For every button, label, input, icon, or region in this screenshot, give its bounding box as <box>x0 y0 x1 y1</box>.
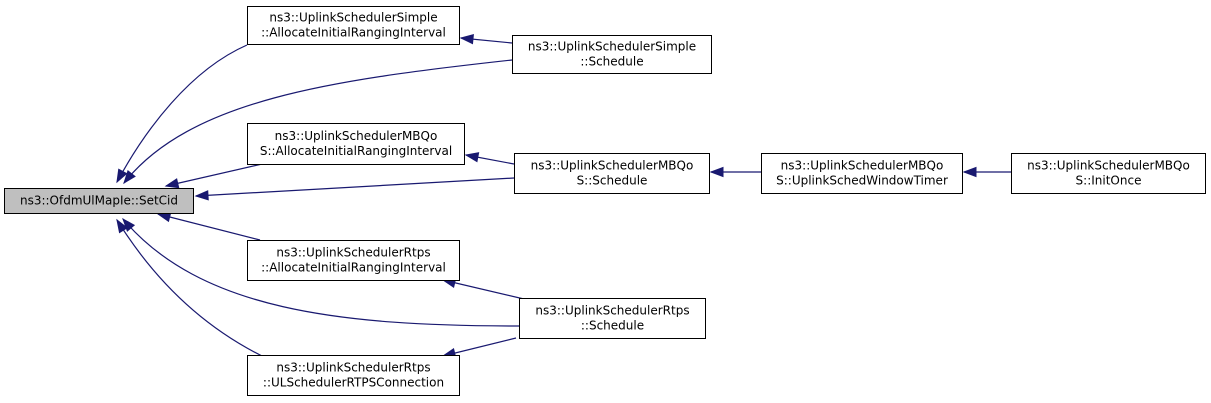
node-box <box>761 153 963 194</box>
edge-simple-sched-to-setcid <box>123 59 513 185</box>
edge-rtps-conn-to-setcid <box>116 218 263 357</box>
node-label: ns3::UplinkSchedulerMBQo <box>531 159 694 173</box>
edge-simple-sched-to-simple-alloc <box>459 34 513 45</box>
edge-simple-alloc-to-setcid <box>116 44 248 184</box>
edge-mbqos-sched-to-setcid <box>194 177 515 201</box>
node-box <box>247 123 465 165</box>
edge-rtps-conn-to-rtps-alloc <box>441 337 517 359</box>
edge-mbqos-init-to-mbqos-timer <box>962 166 1011 178</box>
node-box <box>519 298 706 339</box>
edge-line <box>122 218 520 327</box>
node-label: ::Schedule <box>581 319 644 333</box>
edge-mbqos-sched-to-mbqos-alloc <box>464 152 515 165</box>
node-label: ns3::UplinkSchedulerRtps <box>535 304 689 318</box>
node-label: ns3::UplinkSchedulerSimple <box>269 11 437 25</box>
node-box <box>4 188 194 214</box>
node-simple-alloc[interactable]: ns3::UplinkSchedulerSimple::AllocateInit… <box>247 6 460 45</box>
node-label: S::AllocateInitialRangingInterval <box>260 144 452 158</box>
edge-rtps-sched-to-rtps-alloc <box>441 277 525 300</box>
node-label: ::ULSchedulerRTPSConnection <box>263 376 444 390</box>
arrowhead-icon <box>709 166 724 178</box>
node-label: ns3::UplinkSchedulerMBQo <box>781 159 944 173</box>
node-label: ns3::UplinkSchedulerRtps <box>276 361 430 375</box>
node-box <box>514 153 710 194</box>
node-label: S::InitOnce <box>1076 174 1142 188</box>
node-label: ::AllocateInitialRangingInterval <box>261 261 446 275</box>
node-box <box>247 6 460 45</box>
edge-line <box>195 177 515 197</box>
edge-line <box>442 279 525 300</box>
node-box <box>512 35 712 74</box>
node-rtps-alloc[interactable]: ns3::UplinkSchedulerRtps::AllocateInitia… <box>247 240 460 281</box>
nodes-layer: ns3::OfdmUlMapIe::SetCidns3::UplinkSched… <box>4 6 1206 396</box>
edge-line <box>123 59 513 184</box>
edge-rtps-sched-to-setcid <box>122 217 520 327</box>
node-box <box>247 240 460 281</box>
edge-line <box>157 213 261 241</box>
node-label: ns3::UplinkSchedulerSimple <box>528 40 696 54</box>
node-label: ns3::OfdmUlMapIe::SetCid <box>20 194 178 208</box>
arrowhead-icon <box>122 217 136 232</box>
node-label: ::AllocateInitialRangingInterval <box>261 26 446 40</box>
node-label: ns3::UplinkSchedulerRtps <box>276 246 430 260</box>
edge-line <box>165 163 263 187</box>
node-label: ns3::UplinkSchedulerMBQo <box>275 129 438 143</box>
node-label: S::UplinkSchedWindowTimer <box>776 174 948 188</box>
arrowhead-icon <box>123 169 136 185</box>
node-label: ns3::UplinkSchedulerMBQo <box>1027 159 1190 173</box>
arrowhead-icon <box>962 166 977 178</box>
node-rtps-sched[interactable]: ns3::UplinkSchedulerRtps::Schedule <box>519 298 706 339</box>
node-label: ::Schedule <box>580 55 643 69</box>
edge-line <box>116 44 248 183</box>
arrowhead-icon <box>194 190 209 201</box>
edge-rtps-alloc-to-setcid <box>156 212 261 241</box>
arrowhead-icon <box>116 218 129 234</box>
arrowhead-icon <box>116 168 128 184</box>
node-rtps-conn[interactable]: ns3::UplinkSchedulerRtps::ULSchedulerRTP… <box>247 355 460 396</box>
edge-mbqos-alloc-to-setcid <box>164 163 263 189</box>
node-box <box>247 355 460 396</box>
edge-line <box>442 337 517 357</box>
node-simple-sched[interactable]: ns3::UplinkSchedulerSimple::Schedule <box>512 35 712 74</box>
node-mbqos-timer[interactable]: ns3::UplinkSchedulerMBQoS::UplinkSchedWi… <box>761 153 963 194</box>
node-setcid[interactable]: ns3::OfdmUlMapIe::SetCid <box>4 188 194 214</box>
arrowhead-icon <box>164 178 180 189</box>
node-mbqos-alloc[interactable]: ns3::UplinkSchedulerMBQoS::AllocateIniti… <box>247 123 465 165</box>
node-box <box>1011 153 1206 194</box>
edge-line <box>116 219 263 357</box>
arrowhead-icon <box>464 152 480 163</box>
edge-mbqos-timer-to-mbqos-sched <box>709 166 761 178</box>
arrowhead-icon <box>459 34 474 45</box>
node-label: S::Schedule <box>577 174 648 188</box>
